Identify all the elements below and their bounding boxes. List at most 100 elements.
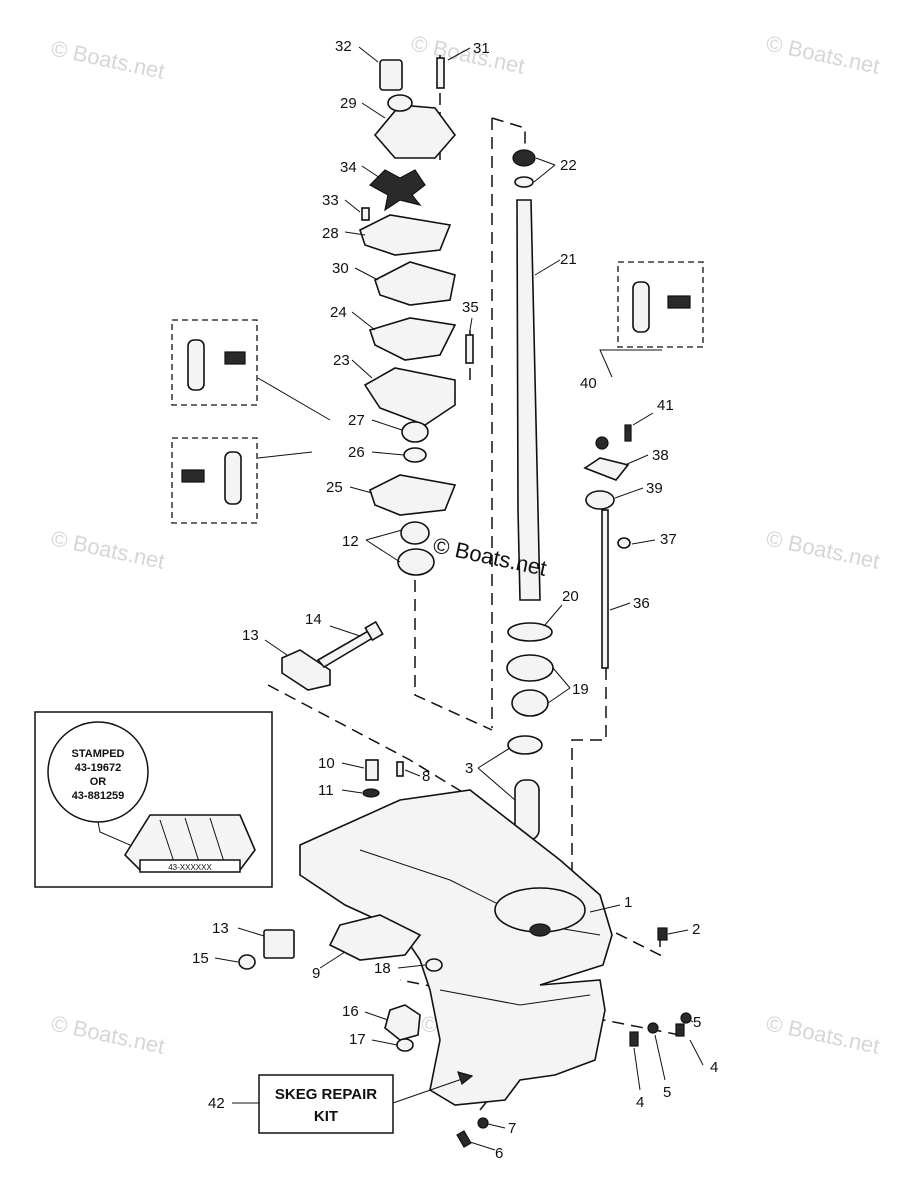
callout-leader <box>257 451 313 459</box>
nut-part <box>595 436 609 450</box>
watermark: © Boats.net <box>49 1010 167 1058</box>
callout-leader <box>469 317 473 331</box>
callout-leader <box>404 769 421 777</box>
callout-37: 37 <box>660 531 677 548</box>
pinion-gear-part <box>384 1004 421 1041</box>
detail-cylinder <box>224 451 242 505</box>
callout-leader <box>447 47 471 61</box>
driveshaft-part <box>516 199 541 601</box>
callout-leader <box>667 929 689 935</box>
housing-detail <box>439 989 591 1006</box>
callout-leader <box>614 487 644 499</box>
callout-leader <box>365 529 403 563</box>
watermark: © Boats.net <box>764 525 882 573</box>
callout-9: 9 <box>312 965 320 982</box>
callout-4: 4 <box>636 1094 644 1111</box>
detail-box <box>171 319 258 406</box>
driveshaft-assembly-line <box>491 117 526 150</box>
callout-leader <box>349 486 373 494</box>
washer-part <box>425 958 443 972</box>
pump-housing-part <box>373 104 457 159</box>
callout-leader <box>469 1141 496 1151</box>
callout-35: 35 <box>462 299 479 316</box>
callout-leader <box>624 454 649 466</box>
watermark: © Boats.net <box>409 30 527 78</box>
shift-shaft-bushing-part <box>583 457 630 481</box>
trim-tab-base-part <box>328 914 422 961</box>
callout-41: 41 <box>657 397 674 414</box>
bearing-cup-part <box>514 176 534 188</box>
callout-leader <box>477 747 516 801</box>
gear-label-plate <box>139 859 241 873</box>
water-pump-base-part <box>363 367 456 426</box>
shift-shaft-part <box>601 509 609 669</box>
anode-assembly-line <box>267 684 502 871</box>
callout-17: 17 <box>349 1031 366 1048</box>
callout-15: 15 <box>192 950 209 967</box>
callout-leader <box>344 231 366 236</box>
speedometer-pickup-part <box>657 927 668 941</box>
callout-leader <box>371 419 403 431</box>
callout-40: 40 <box>580 375 597 392</box>
gasket-part <box>359 214 452 256</box>
tapered-bearing-part <box>511 689 549 717</box>
callout-23: 23 <box>333 352 350 369</box>
bolt-head-part <box>364 620 384 642</box>
callout-leader <box>632 412 654 426</box>
gear-label: 43-XXXXXX <box>168 863 212 872</box>
watermark: © Boats.net <box>49 525 167 573</box>
callout-6: 6 <box>495 1145 503 1162</box>
callout-2: 2 <box>692 921 700 938</box>
callout-22: 22 <box>560 157 577 174</box>
callout-leader <box>631 539 656 545</box>
fill-plug-assembly-line <box>599 924 661 957</box>
callout-leader <box>397 964 426 969</box>
callout-3: 3 <box>465 760 473 777</box>
callout-leader <box>689 1019 694 1023</box>
callout-24: 24 <box>330 304 347 321</box>
callout-29: 29 <box>340 95 357 112</box>
seal-part <box>397 548 435 576</box>
callout-39: 39 <box>646 480 663 497</box>
callout-20: 20 <box>562 588 579 605</box>
callout-leader <box>319 951 346 969</box>
callout-leader <box>351 311 376 331</box>
tapered-bearing-cup-part <box>506 654 554 682</box>
detail-cylinder <box>187 339 205 391</box>
callout-leader <box>487 1123 506 1129</box>
watermark: © Boats.net <box>49 35 167 83</box>
stamp-line: OR <box>90 776 107 788</box>
callout-leader <box>371 1039 398 1046</box>
screw-part <box>365 759 379 781</box>
callout-leader <box>341 762 365 769</box>
callout-11: 11 <box>318 782 334 799</box>
detail-box <box>617 261 704 348</box>
o-ring-part <box>585 490 615 510</box>
callout-leader <box>214 957 239 963</box>
base-gasket-part <box>369 474 457 516</box>
callout-leader <box>237 927 265 937</box>
shift-shaft-assembly-line <box>571 668 607 895</box>
gear-housing-part <box>299 789 613 1106</box>
washer-part <box>680 1012 692 1024</box>
callout-leader <box>354 267 379 281</box>
callout-19: 19 <box>572 681 589 698</box>
anode-part <box>281 649 331 691</box>
callout-5: 5 <box>693 1014 701 1031</box>
housing-detail <box>359 849 601 936</box>
callout-30: 30 <box>332 260 349 277</box>
callout-leader <box>534 259 561 276</box>
watermark: © Boats.net <box>764 1010 882 1058</box>
stamp-line: 43-881259 <box>72 790 125 802</box>
trim-tab-part <box>263 929 295 959</box>
callout-13: 13 <box>212 920 229 937</box>
callout-leader <box>329 625 361 637</box>
callout-31: 31 <box>473 40 490 57</box>
watermark: © Boats.net <box>764 30 882 78</box>
callout-leader <box>689 1039 704 1066</box>
callout-18: 18 <box>374 960 391 977</box>
detail-pin <box>224 351 246 365</box>
callout-leader <box>589 904 621 913</box>
callout-leader <box>533 157 556 183</box>
bearing-sleeve-part <box>507 735 543 755</box>
